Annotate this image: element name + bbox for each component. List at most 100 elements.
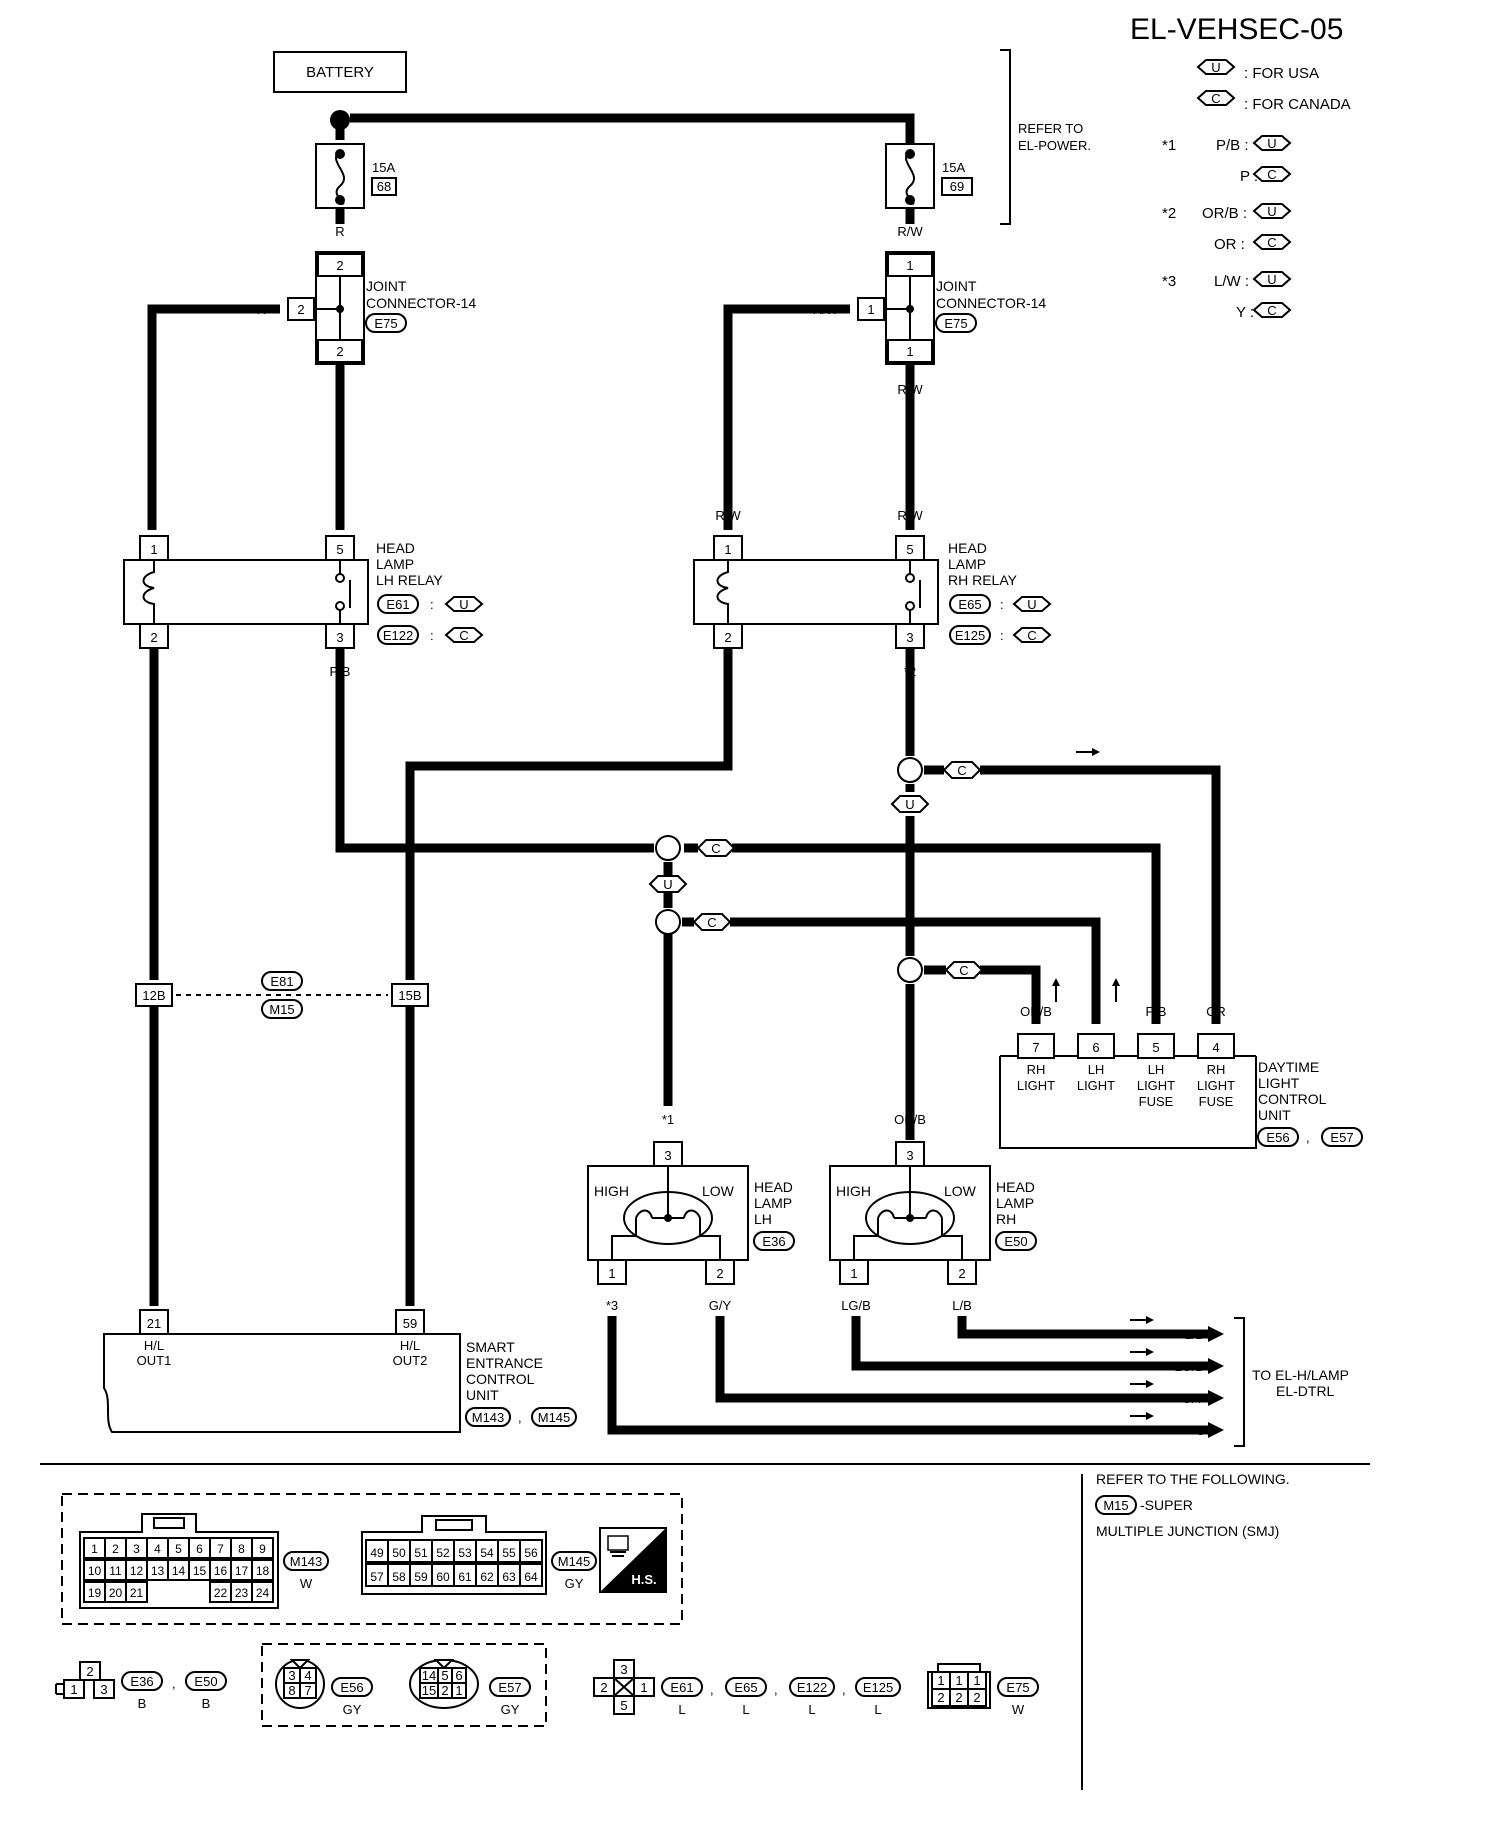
- output-arrows: [1130, 1316, 1224, 1438]
- svg-text:C: C: [957, 763, 966, 778]
- connector-e57: 14 5 6 15 2 1 E57 GY: [409, 1659, 531, 1717]
- svg-text:C: C: [1027, 628, 1036, 643]
- svg-text:U: U: [459, 597, 468, 612]
- svg-text:,: ,: [710, 1682, 714, 1697]
- refer-note: REFER TO THE FOLLOWING. M15 -SUPER MULTI…: [1095, 1471, 1290, 1539]
- battery-label: BATTERY: [306, 64, 374, 81]
- svg-text:69: 69: [950, 179, 964, 194]
- svg-text:L: L: [808, 1702, 815, 1717]
- cavity-number: 56: [524, 1546, 538, 1560]
- svg-text:R/W: R/W: [897, 508, 923, 523]
- cavity-number: 11: [109, 1564, 122, 1578]
- svg-text:M145: M145: [558, 1554, 591, 1569]
- svg-text:OR/B: OR/B: [1020, 1004, 1052, 1019]
- svg-text:E75: E75: [944, 316, 967, 331]
- cavity-number: 58: [392, 1570, 406, 1584]
- svg-text:15B: 15B: [398, 988, 421, 1003]
- svg-text:P/B :: P/B :: [1216, 137, 1249, 154]
- svg-text:Y :: Y :: [1236, 304, 1254, 321]
- svg-text::: :: [430, 597, 434, 612]
- svg-text:*3: *3: [606, 1298, 618, 1313]
- svg-text:REFER TO THE FOLLOWING.: REFER TO THE FOLLOWING.: [1096, 1471, 1290, 1487]
- svg-text:LIGHT: LIGHT: [1017, 1078, 1055, 1093]
- svg-text:8: 8: [288, 1683, 295, 1698]
- svg-text:R: R: [335, 508, 344, 523]
- svg-text:MULTIPLE JUNCTION (SMJ): MULTIPLE JUNCTION (SMJ): [1096, 1523, 1279, 1539]
- svg-text:HEAD: HEAD: [996, 1179, 1035, 1195]
- cavity-number: 54: [480, 1546, 494, 1560]
- svg-text:R/W: R/W: [813, 302, 839, 317]
- svg-text:P: P: [150, 960, 159, 975]
- svg-text:5: 5: [441, 1668, 448, 1683]
- svg-text:R/W: R/W: [897, 224, 923, 239]
- svg-text:M145: M145: [538, 1410, 571, 1425]
- svg-text:LIGHT: LIGHT: [1197, 1078, 1235, 1093]
- svg-text:P: P: [406, 1284, 415, 1299]
- svg-text:1: 1: [724, 542, 731, 557]
- svg-text:U: U: [1027, 597, 1036, 612]
- svg-text:C: C: [459, 628, 468, 643]
- svg-text:JOINT: JOINT: [366, 278, 407, 294]
- svg-text:OR :: OR :: [1214, 236, 1245, 253]
- svg-text:21: 21: [147, 1316, 161, 1331]
- cavity-number: 22: [214, 1586, 228, 1600]
- svg-text:,: ,: [172, 1676, 176, 1691]
- svg-text:M15: M15: [269, 1002, 294, 1017]
- svg-text:EL-DTRL: EL-DTRL: [1276, 1383, 1335, 1399]
- harness-side-icon: H.S.: [599, 1527, 667, 1593]
- svg-text:ENTRANCE: ENTRANCE: [466, 1355, 543, 1371]
- svg-text:M143: M143: [290, 1554, 323, 1569]
- svg-text:CONNECTOR-14: CONNECTOR-14: [366, 295, 476, 311]
- cavity-number: 64: [524, 1570, 538, 1584]
- svg-text:*1: *1: [1162, 137, 1176, 154]
- svg-text:E65: E65: [958, 597, 981, 612]
- svg-text:3: 3: [906, 630, 913, 645]
- svg-text:E122: E122: [797, 1680, 827, 1695]
- svg-text:4: 4: [304, 1668, 311, 1683]
- svg-text:EL-POWER.: EL-POWER.: [1018, 138, 1091, 153]
- cavity-number: 16: [214, 1564, 228, 1578]
- svg-text:R: R: [257, 302, 266, 317]
- svg-text:5: 5: [906, 542, 913, 557]
- connector-e75: 1 1 1 2 2 2 E75 W: [927, 1663, 1039, 1717]
- svg-text:1: 1: [850, 1266, 857, 1281]
- cavity-number: 1: [91, 1542, 98, 1556]
- cavity-number: 3: [133, 1542, 140, 1556]
- cavity-number: 24: [256, 1586, 270, 1600]
- svg-text:2: 2: [150, 630, 157, 645]
- svg-text:1: 1: [70, 1682, 77, 1697]
- svg-text:LH RELAY: LH RELAY: [376, 572, 443, 588]
- svg-text:3: 3: [288, 1668, 295, 1683]
- svg-text:4: 4: [1212, 1040, 1219, 1055]
- svg-text:U: U: [1211, 60, 1220, 75]
- svg-text:HEAD: HEAD: [376, 540, 415, 556]
- svg-text:,: ,: [518, 1410, 522, 1425]
- svg-text:5: 5: [620, 1698, 627, 1713]
- legend-usa: : FOR USA: [1244, 65, 1319, 82]
- svg-text:RH: RH: [1027, 1062, 1046, 1077]
- cavity-number: 55: [502, 1546, 516, 1560]
- svg-text:2: 2: [600, 1680, 607, 1695]
- fuse-68: 15A 68: [315, 143, 397, 209]
- svg-text:3: 3: [906, 1148, 913, 1163]
- joint-connector-left: 2 2 2 JOINT CONNECTOR-14 E75: [287, 251, 476, 365]
- svg-text:6: 6: [1092, 1040, 1099, 1055]
- svg-text:R: R: [335, 382, 344, 397]
- svg-text:CONTROL: CONTROL: [466, 1371, 535, 1387]
- svg-text:P: P: [1092, 1004, 1101, 1019]
- svg-text:3: 3: [100, 1682, 107, 1697]
- svg-text:RH: RH: [996, 1211, 1016, 1227]
- svg-text:LIGHT: LIGHT: [1077, 1078, 1115, 1093]
- svg-text:2: 2: [937, 1690, 944, 1705]
- svg-text:1: 1: [150, 542, 157, 557]
- svg-text:R: R: [335, 224, 344, 239]
- svg-text:E50: E50: [194, 1674, 217, 1689]
- svg-text:G/Y: G/Y: [709, 1298, 732, 1313]
- battery-box: [273, 51, 407, 93]
- svg-text:14: 14: [422, 1668, 436, 1683]
- cavity-number: 15: [193, 1564, 207, 1578]
- cavity-number: 12: [130, 1564, 144, 1578]
- svg-text:P: P: [150, 1284, 159, 1299]
- cavity-number: 59: [414, 1570, 428, 1584]
